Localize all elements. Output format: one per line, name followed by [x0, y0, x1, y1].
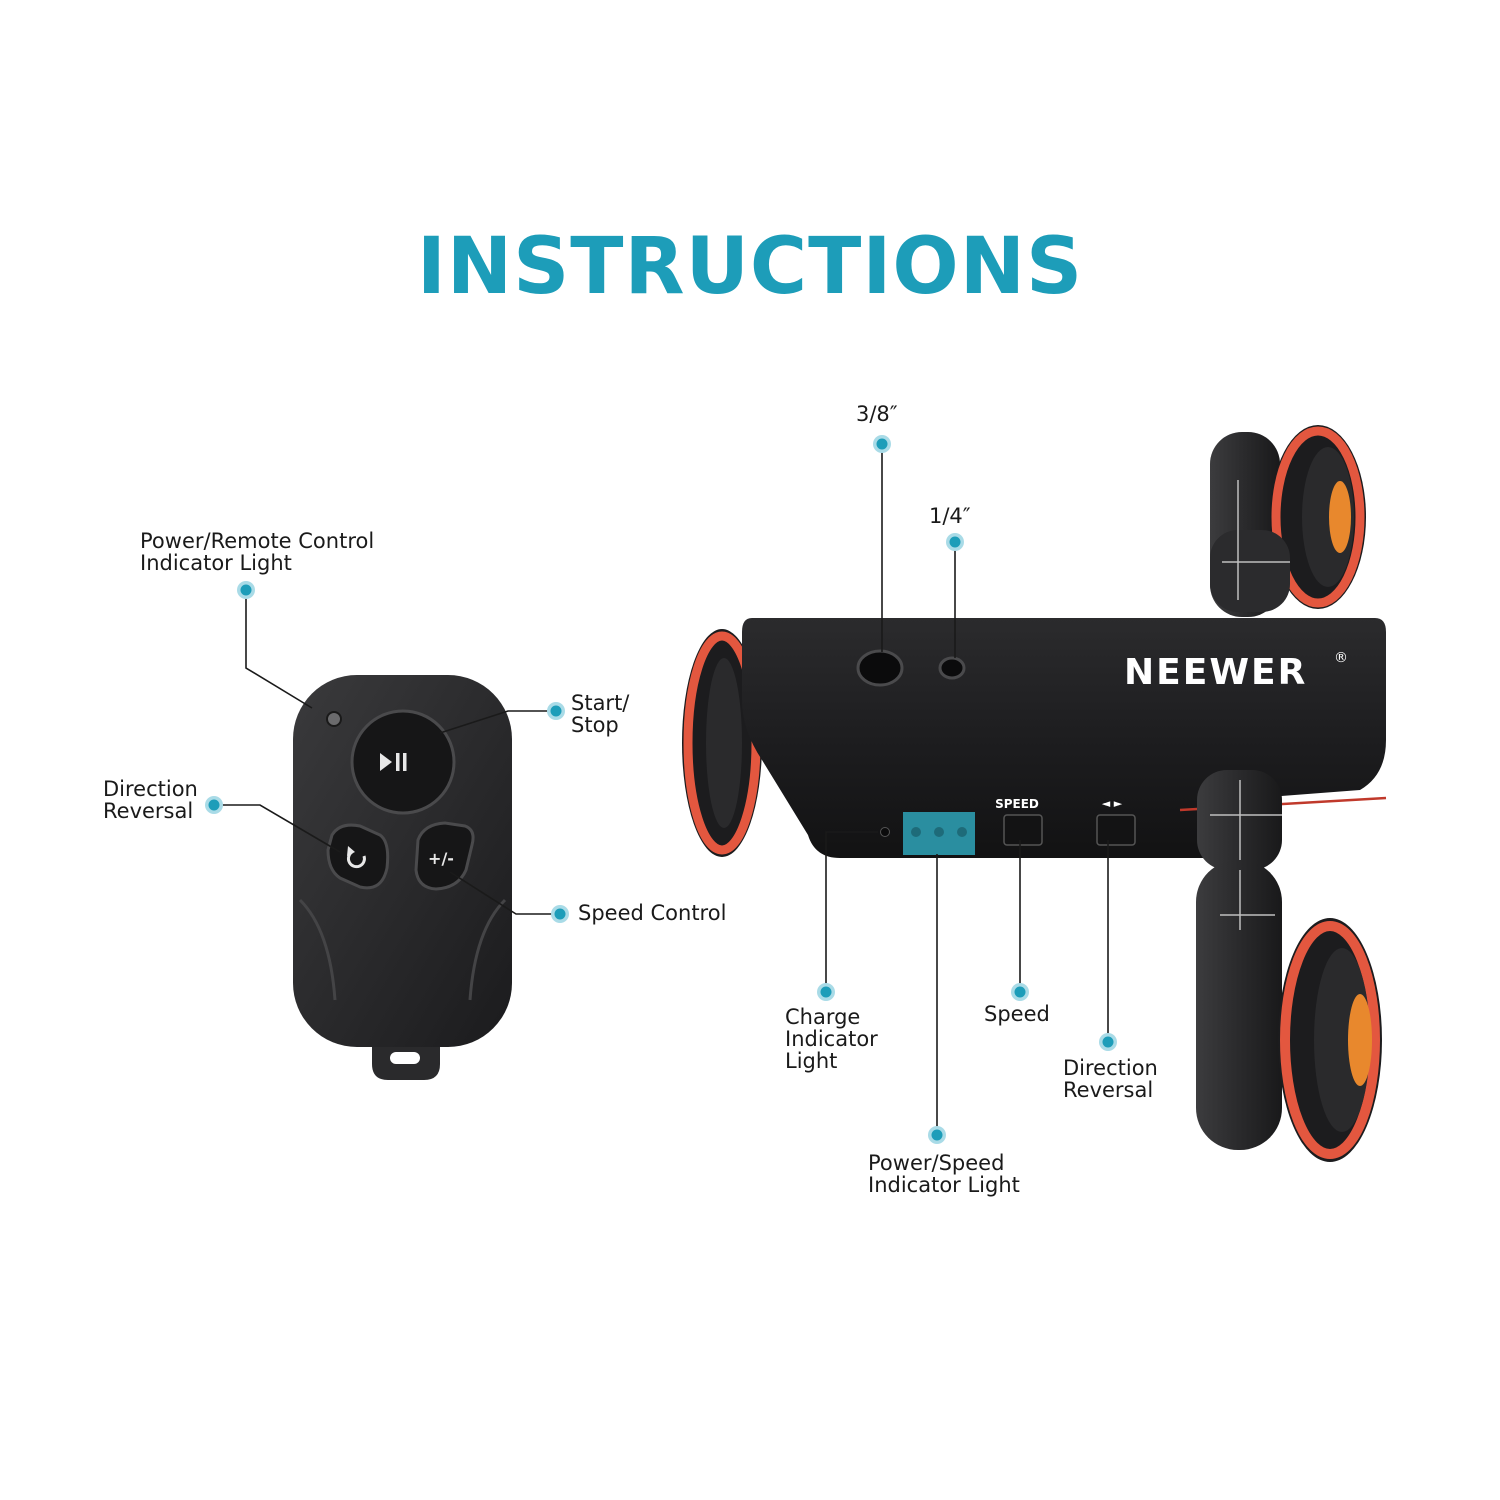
callout-dot [873, 435, 891, 453]
label-charge-indicator-light: Charge Indicator Light [785, 1006, 878, 1072]
mount-hole-1-4 [938, 656, 966, 680]
label-line: Reversal [1063, 1078, 1154, 1102]
callout-dot [928, 1126, 946, 1144]
wheel-lock-knob[interactable] [1348, 994, 1372, 1086]
neewer-logo: NEEWER [1124, 652, 1307, 693]
remote-callout-lines [214, 590, 560, 915]
callout-dot [551, 905, 569, 923]
rotate-icon [347, 846, 366, 869]
charge-indicator-led [880, 827, 890, 837]
dolly-callout-lines [825, 444, 1109, 1135]
label-line: Reversal [103, 799, 194, 823]
callout-dot [205, 796, 223, 814]
label-line: Power/Speed [868, 1151, 1005, 1175]
speed-button-text: SPEED [995, 797, 1039, 811]
callout-dot [547, 702, 565, 720]
label-mount-1-4: 1/4″ [929, 504, 971, 528]
label-line: Stop [571, 713, 619, 737]
callout-dot [1099, 1033, 1117, 1051]
remote-speed-control-button[interactable] [414, 821, 475, 891]
dolly-body: NEEWER ® SPEED ◄ ► [742, 618, 1387, 858]
label-speed-control: Speed Control [578, 902, 726, 924]
remote-control: +/- [293, 675, 512, 1080]
dolly-direction-button[interactable] [1096, 814, 1136, 846]
label-remote-direction-reversal: Direction Reversal [103, 778, 198, 822]
callout-markers [205, 435, 1117, 1144]
label-line: Direction [103, 777, 198, 801]
callout-dot [946, 533, 964, 551]
remote-grip-line-left [298, 898, 337, 1001]
mount-hole-3-8 [856, 649, 904, 687]
label-line: Direction [1063, 1056, 1158, 1080]
label-line: Charge [785, 1005, 861, 1029]
wheel-top-right [1210, 425, 1366, 617]
play-pause-icon [380, 753, 407, 771]
label-line: Indicator Light [140, 551, 292, 575]
label-power-speed-indicator-light: Power/Speed Indicator Light [868, 1152, 1020, 1196]
label-line: Speed Control [578, 901, 727, 925]
motorized-dolly: NEEWER ® SPEED ◄ ► [682, 425, 1387, 1162]
remote-grip-line-right [468, 898, 507, 1001]
label-line: Light [785, 1049, 838, 1073]
remote-speed-button-text: +/- [428, 849, 454, 868]
label-start-stop: Start/ Stop [571, 692, 629, 736]
label-line: Speed [984, 1002, 1050, 1026]
remote-indicator-led [326, 711, 342, 727]
label-power-remote-indicator-light: Power/Remote Control Indicator Light [140, 530, 374, 574]
label-line: Indicator [785, 1027, 878, 1051]
label-line: Indicator Light [868, 1173, 1020, 1197]
registered-mark: ® [1334, 650, 1348, 666]
label-line: Power/Remote Control [140, 529, 375, 553]
callout-dot [237, 581, 255, 599]
remote-keyring-hole [390, 1052, 420, 1064]
wheel-bottom-right [1196, 770, 1382, 1162]
label-mount-3-8: 3/8″ [856, 402, 898, 426]
label-speed: Speed [984, 1003, 1050, 1025]
remote-direction-reversal-button[interactable] [326, 823, 390, 890]
remote-body [293, 675, 512, 1047]
label-line: Start/ [571, 691, 630, 715]
wheel-lock-knob[interactable] [1329, 481, 1351, 553]
dolly-speed-button[interactable] [1003, 814, 1043, 846]
direction-arrows-text: ◄ ► [1102, 797, 1123, 810]
callout-dot [817, 983, 835, 1001]
label-dolly-direction-reversal: Direction Reversal [1063, 1057, 1158, 1101]
page-title: INSTRUCTIONS [416, 222, 1084, 312]
callout-dot [1011, 983, 1029, 1001]
